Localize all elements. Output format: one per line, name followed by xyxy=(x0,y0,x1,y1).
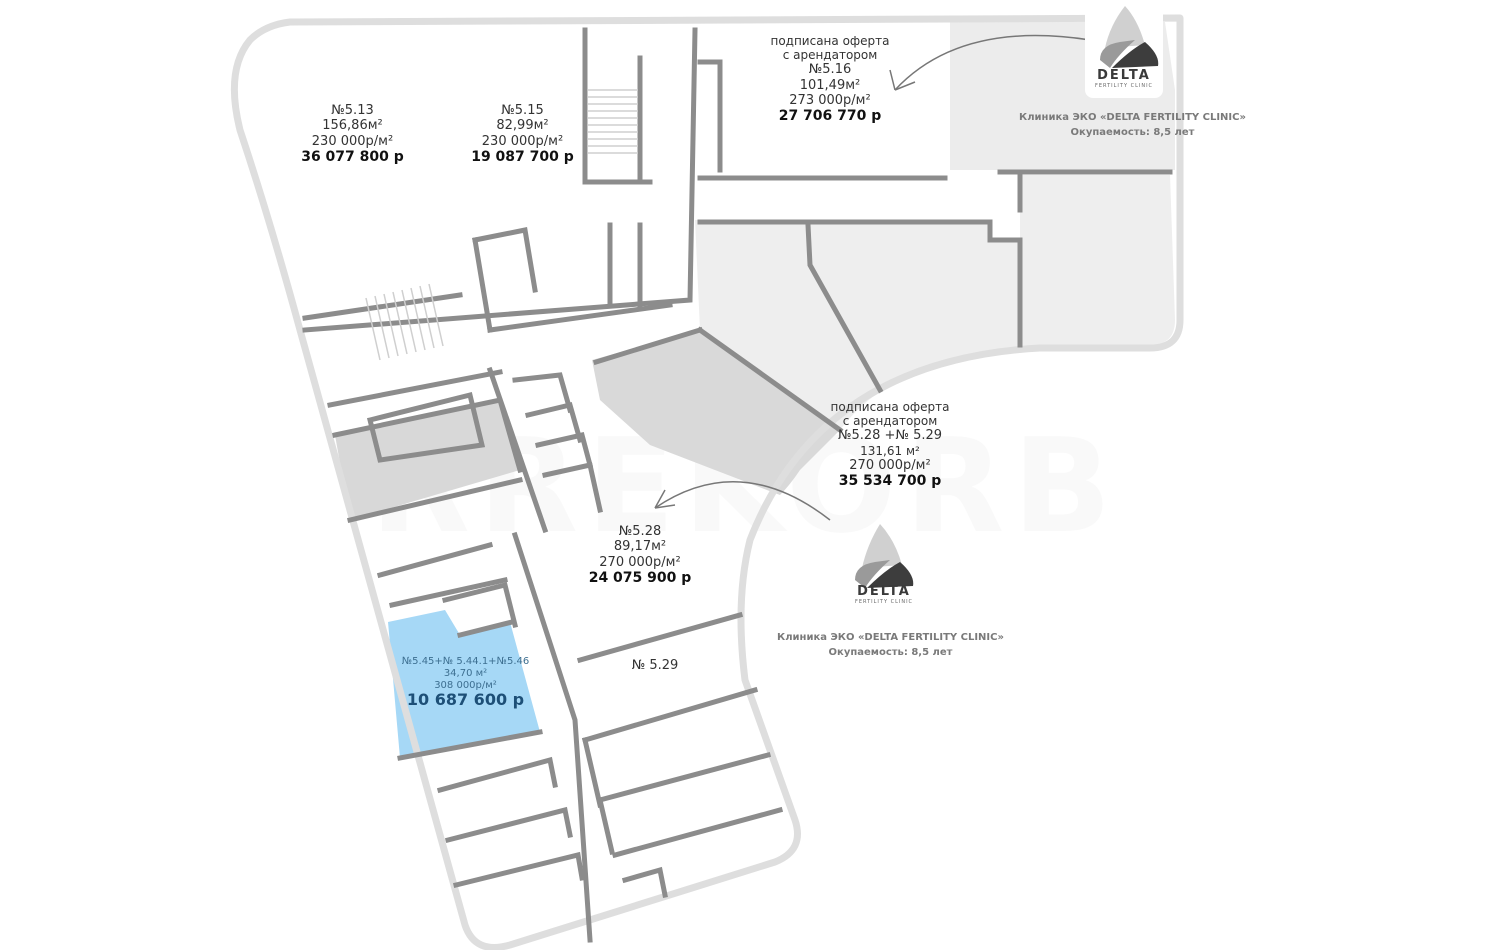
unit-label-5-28-5-29[interactable]: подписана оферта с арендатором №5.28 +№ … xyxy=(830,400,950,490)
leased-area-west xyxy=(335,400,520,520)
unit-label-5-16[interactable]: подписана оферта с арендатором №5.16 101… xyxy=(770,34,890,125)
unit-label-5-13[interactable]: №5.13 156,86м² 230 000р/м² 36 077 800 р xyxy=(301,103,404,165)
unit-label-5-28[interactable]: №5.28 89,17м² 270 000р/м² 24 075 900 р xyxy=(588,524,692,586)
unit-label-5-15[interactable]: №5.15 82,99м² 230 000р/м² 19 087 700 р xyxy=(471,103,574,165)
tenant-logo-top: DELTA FERTILITY CLINIC xyxy=(1094,68,1154,89)
unit-label-selected[interactable]: №5.45+№ 5.44.1+№5.46 34,70 м² 308 000р/м… xyxy=(401,656,530,710)
tenant-logo-bottom: DELTA FERTILITY CLINIC xyxy=(854,584,914,605)
tenant-info-bottom: Клиника ЭКО «DELTA FERTILITY CLINIC» Оку… xyxy=(777,632,1004,658)
tenant-info-top: Клиника ЭКО «DELTA FERTILITY CLINIC» Оку… xyxy=(1019,112,1246,138)
leased-area-east xyxy=(695,175,1175,430)
delta-logo-icon-bottom xyxy=(855,524,914,588)
delta-logo-icon-top xyxy=(1085,0,1163,98)
selected-unit-shape xyxy=(388,610,540,758)
building-outline xyxy=(230,14,1184,950)
unit-label-5-29[interactable]: № 5.29 xyxy=(631,658,679,673)
leased-area-5-28-dark xyxy=(592,330,840,495)
